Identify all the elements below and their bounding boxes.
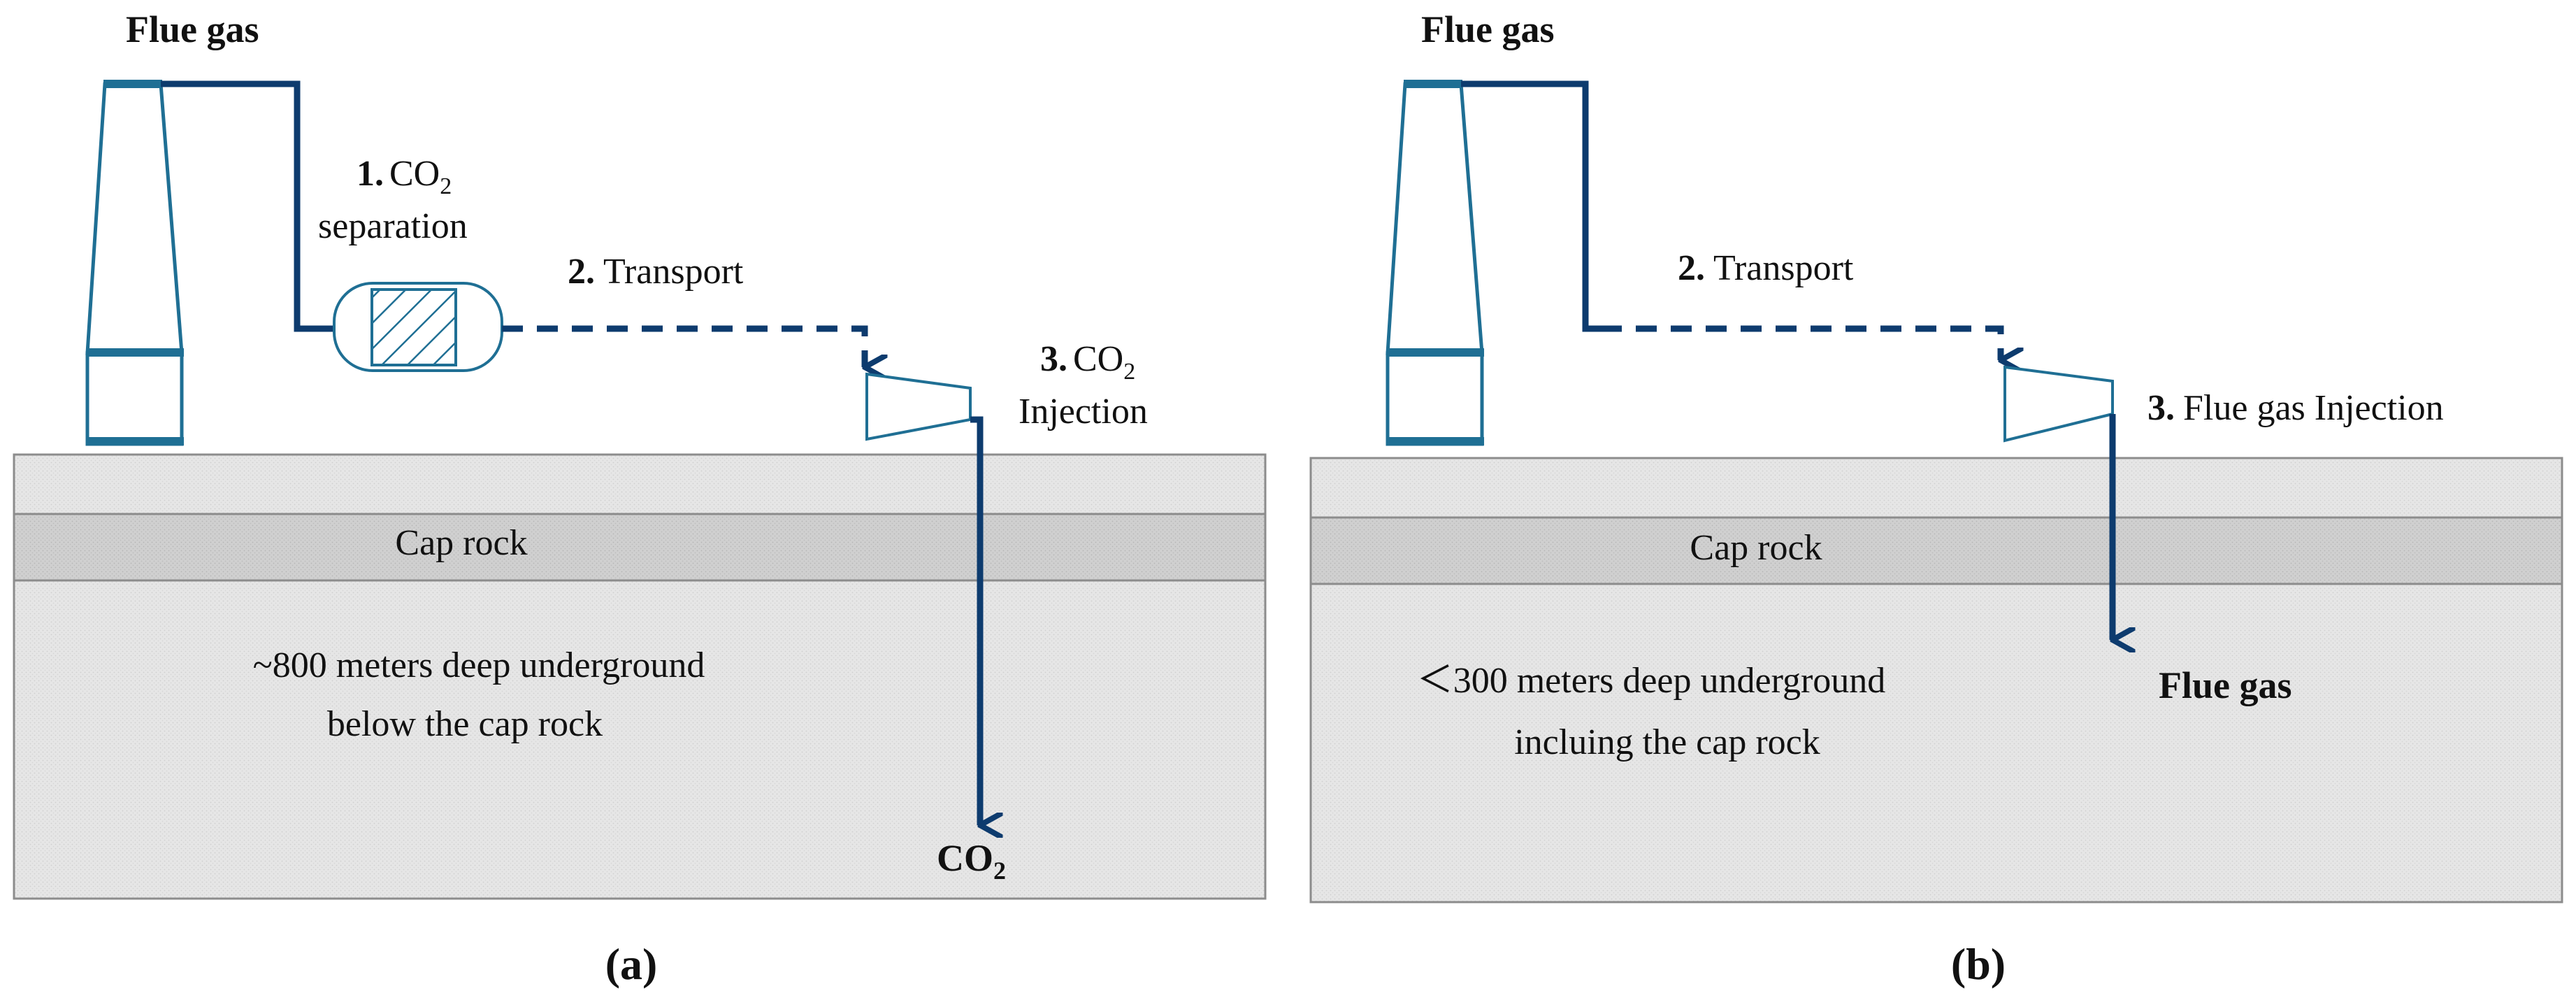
panel-b: Flue gas 2.Transport 3.Flue gas Injectio…: [1309, 8, 2563, 989]
cap-rock-layer: [13, 513, 1267, 582]
ground-upper-layer: [1309, 457, 2563, 519]
step3-label: 3.CO2: [1040, 339, 1135, 385]
flue-gas-label: Flue gas: [126, 8, 259, 50]
chimney-icon: [1386, 80, 1484, 446]
flue-gas-label: Flue gas: [1421, 8, 1555, 50]
depth-label-line1: ~800 meters deep underground: [253, 645, 705, 685]
flue-gas-pipe: [161, 80, 334, 332]
step2-label: 2.Transport: [1678, 248, 1854, 288]
compressor-icon: [2003, 365, 2114, 443]
step3-label-line2: Injection: [1019, 392, 1148, 431]
flue-gas-output-label: Flue gas: [2159, 664, 2292, 706]
cap-rock-layer: [1309, 516, 2563, 585]
panel-a: Flue gas 1.CO2 separation 2.Transport 3.…: [13, 8, 1267, 989]
depth-label-line1: ＜300 meters deep underground: [1417, 661, 1886, 701]
step1-label-line2: separation: [318, 206, 468, 246]
transport-pipe-dashed: [502, 325, 865, 367]
transport-pipe-dashed: [1601, 325, 2001, 360]
cap-rock-label: Cap rock: [1690, 528, 1822, 568]
step1-label: 1.CO2: [357, 154, 452, 199]
step3-label: 3.Flue gas Injection: [2147, 388, 2444, 428]
cap-rock-label: Cap rock: [395, 523, 527, 563]
step2-label: 2.Transport: [568, 252, 744, 292]
caption-a: (a): [605, 939, 658, 989]
compressor-icon: [865, 372, 972, 441]
separator-vessel-icon: [333, 282, 503, 372]
ground-lower-layer: [1309, 583, 2563, 904]
depth-label-line2: incluing the cap rock: [1514, 722, 1820, 762]
ground-upper-layer: [13, 453, 1267, 515]
ground-lower-layer: [13, 579, 1267, 900]
depth-label-line2: below the cap rock: [327, 704, 603, 744]
co2-output-label: CO2: [937, 837, 1006, 885]
flue-gas-pipe: [1461, 80, 1601, 332]
chimney-icon: [85, 80, 184, 446]
caption-b: (b): [1951, 939, 2006, 989]
injection-pipe: [970, 416, 980, 825]
